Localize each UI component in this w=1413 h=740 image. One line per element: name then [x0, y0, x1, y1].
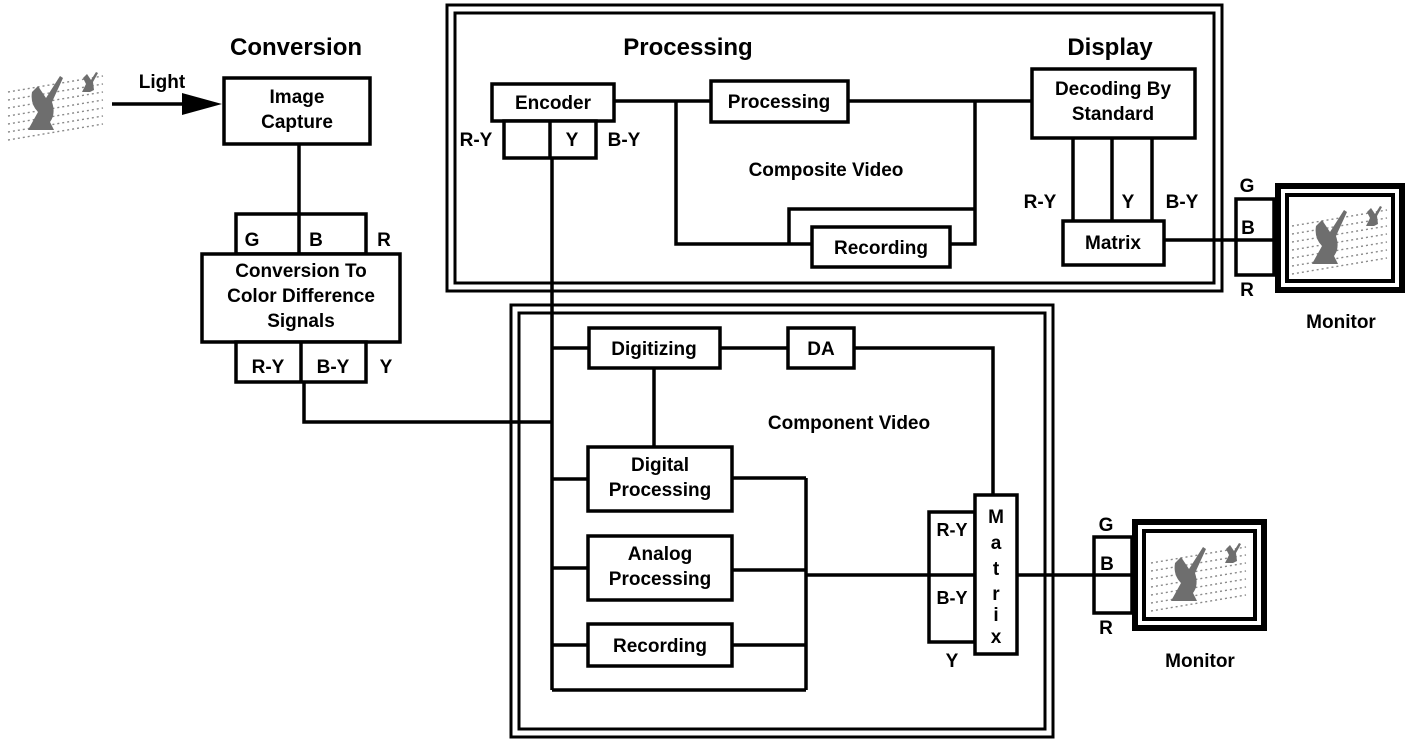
digital-processing-label-2: Processing: [609, 480, 711, 501]
composite-frame-inner: [453, 11, 1216, 285]
matrix-letter-i: i: [993, 605, 998, 626]
camera-scene-icon: [7, 71, 104, 141]
bottom-monitor-port-g: G: [1099, 515, 1114, 536]
component-port-by: B-Y: [937, 588, 968, 608]
da-box: [786, 326, 856, 370]
heading-conversion: Conversion: [230, 34, 362, 61]
top-monitor: G B R Monitor: [1234, 176, 1405, 333]
da-to-matrix-line: [854, 346, 995, 495]
port-ry-label: R-Y: [252, 357, 285, 378]
encoder-port-y: Y: [566, 130, 579, 151]
port-by-label: B-Y: [317, 357, 350, 378]
component-video-label: Component Video: [768, 413, 930, 434]
heading-processing: Processing: [623, 34, 752, 61]
analog-processing-label-2: Processing: [609, 569, 711, 590]
composite-recording-label: Recording: [834, 238, 928, 259]
decoding-label-2: Standard: [1072, 104, 1154, 125]
bottom-monitor: G B R Monitor: [1092, 515, 1267, 672]
matrix-letter-m: M: [988, 507, 1004, 528]
analog-processing-label-1: Analog: [628, 544, 692, 565]
image-capture-label-1: Image: [270, 87, 325, 108]
composite-recording-box: [810, 225, 952, 269]
component-frame-inner: [517, 311, 1047, 731]
encoder-label: Encoder: [515, 93, 592, 114]
bottom-monitor-label: Monitor: [1165, 651, 1235, 672]
decoder-port-y: Y: [1122, 192, 1135, 213]
component-port-ry: R-Y: [937, 520, 968, 540]
composite-video-label: Composite Video: [749, 160, 904, 181]
analog-processing-box: [586, 534, 734, 602]
composite-recording-feed: [674, 101, 812, 246]
decoder-port-ry: R-Y: [1024, 192, 1057, 213]
da-label: DA: [807, 339, 835, 360]
color-difference-box: [200, 252, 402, 344]
composite-processing-label: Processing: [728, 92, 830, 113]
bottom-monitor-port-b: B: [1100, 554, 1114, 575]
matrix-letter-r: r: [992, 584, 1000, 605]
matrix-letter-a: a: [991, 533, 1002, 554]
matrix-letter-t: t: [993, 559, 1000, 580]
top-monitor-port-block: [1234, 197, 1276, 277]
composite-matrix-label: Matrix: [1085, 233, 1141, 254]
component-matrix-box: [973, 493, 1019, 656]
port-y-label: Y: [380, 357, 393, 378]
encoder-port-ry: R-Y: [460, 130, 493, 151]
encoder-port-by: B-Y: [608, 130, 641, 151]
conv-label-1: Conversion To: [235, 261, 367, 282]
conversion-feed-line: [302, 382, 552, 424]
conv-label-3: Signals: [267, 311, 335, 332]
port-r-label: R: [377, 230, 391, 251]
decoder-port-by: B-Y: [1166, 192, 1199, 213]
conv-label-2: Color Difference: [227, 286, 375, 307]
port-g-label: G: [245, 230, 260, 251]
composite-matrix-box: [1061, 219, 1166, 267]
component-frame-outer: [509, 303, 1055, 739]
bottom-monitor-port-r: R: [1099, 618, 1113, 639]
gbr-port-block: [234, 212, 368, 256]
matrix-letter-x: x: [991, 627, 1002, 648]
decoding-label-1: Decoding By: [1055, 79, 1172, 100]
image-capture-box: [222, 76, 372, 146]
port-b-label: B: [309, 230, 323, 251]
digitizing-label: Digitizing: [611, 339, 696, 360]
top-monitor-port-b: B: [1241, 218, 1255, 239]
light-label: Light: [139, 72, 186, 93]
heading-display: Display: [1067, 34, 1153, 61]
light-arrow-head-icon: [182, 93, 222, 115]
top-monitor-label: Monitor: [1306, 312, 1376, 333]
component-matrix-port-block: [927, 510, 977, 644]
component-recording-label: Recording: [613, 636, 707, 657]
component-port-y: Y: [946, 651, 959, 672]
top-monitor-port-r: R: [1240, 280, 1254, 301]
digital-processing-label-1: Digital: [631, 455, 689, 476]
image-capture-label-2: Capture: [261, 112, 333, 133]
composite-frame-outer: [445, 3, 1224, 293]
encoder-box: [490, 82, 616, 123]
top-monitor-port-g: G: [1240, 176, 1255, 197]
